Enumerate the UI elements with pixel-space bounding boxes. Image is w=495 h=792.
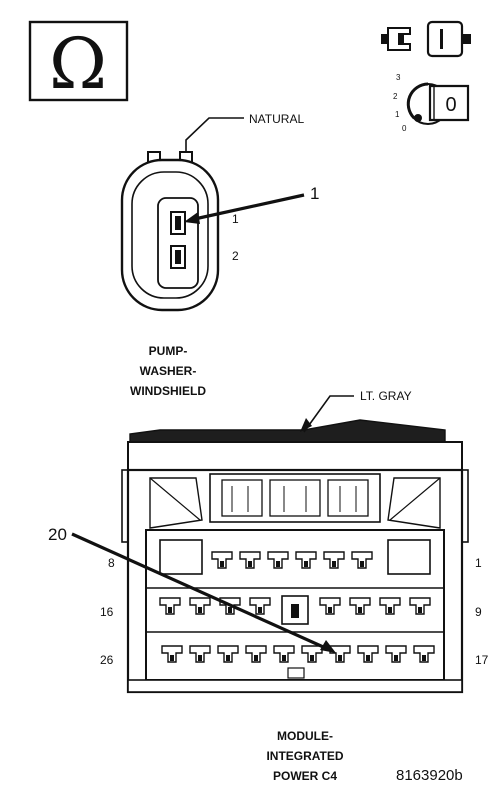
pump-name-line-2: WASHER- [140,364,197,378]
ohm-symbol: Ω [49,23,107,105]
ipm-c4-connector [121,419,469,694]
ignition-key-icon: 3 2 1 0 0 [393,73,470,133]
callout-1-arrow [189,193,305,222]
lt-gray-color-label: LT. GRAY [360,389,412,403]
pin-label-9: 9 [475,605,482,619]
ipm-name-line-1: MODULE- [277,729,333,743]
ipm-name-line-2: INTEGRATED [266,749,343,763]
pump-name-line-1: PUMP- [149,344,188,358]
lt-gray-leader-line [303,395,354,433]
key-position-2: 2 [393,92,398,101]
callout-20-arrow [71,532,331,652]
callout-20-number: 20 [48,525,67,544]
natural-leader-line [185,117,244,152]
connector-plug-icon [381,20,471,58]
pin-cavity-1 [170,211,186,235]
pin-label-1: 1 [475,556,482,570]
ipm-name-line-3: POWER C4 [273,769,337,783]
pin-1-label: 1 [232,212,239,226]
key-face-label: 0 [445,94,456,116]
ohm-icon: Ω [28,20,129,105]
pin-label-17: 17 [475,653,489,667]
key-position-0: 0 [402,124,407,133]
natural-color-label: NATURAL [249,112,304,126]
pump-washer-connector [120,151,220,312]
pin-label-26: 26 [100,653,114,667]
pin-label-16: 16 [100,605,114,619]
pin-label-8: 8 [108,556,115,570]
pump-name-line-3: WINDSHIELD [130,384,206,398]
key-position-1: 1 [395,110,400,119]
pin-2-label: 2 [232,249,239,263]
figure-id: 8163920b [396,767,463,784]
pin-cavity-2 [170,245,186,269]
callout-1-number: 1 [310,184,319,203]
key-position-3: 3 [396,73,401,82]
